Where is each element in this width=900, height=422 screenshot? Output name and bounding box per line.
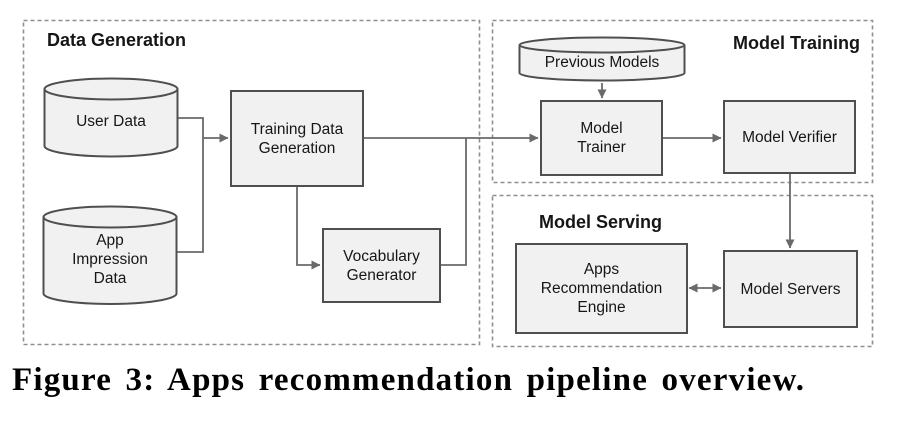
node-previous-models: Previous Models: [518, 36, 686, 83]
node-label-model-servers: Model Servers: [740, 280, 841, 298]
node-training-data-generation: Training Data Generation: [230, 90, 364, 187]
node-label-model-verifier: Model Verifier: [742, 128, 837, 146]
node-label-apps-recommendation-engine: Apps Recommendation Engine: [540, 261, 663, 316]
node-label-user-data: User Data: [76, 112, 146, 130]
node-apps-recommendation-engine: Apps Recommendation Engine: [515, 243, 688, 334]
node-label-previous-models: Previous Models: [544, 53, 660, 71]
section-title-data-generation: Data Generation: [47, 30, 187, 50]
edge-tdg-to-vocabulary-generator: [296, 187, 321, 270]
node-model-verifier: Model Verifier: [723, 100, 856, 174]
edge-vocabulary-merge-line: [440, 138, 467, 266]
node-model-trainer: Model Trainer: [540, 100, 663, 176]
node-label-training-data-generation: Training Data Generation: [250, 120, 344, 157]
node-label-app-impression-data: App Impression Data: [72, 231, 148, 287]
node-label-vocabulary-generator: Vocabulary Generator: [343, 247, 420, 284]
node-user-data: User Data: [43, 77, 179, 158]
section-title-model-training: Model Training: [732, 33, 860, 53]
edge-datastores-trunk: [177, 117, 204, 253]
section-title-model-serving: Model Serving: [539, 212, 663, 232]
node-app-impression-data: App Impression Data: [42, 205, 178, 306]
figure-caption: Figure 3: Apps recommendation pipeline o…: [12, 362, 806, 398]
node-vocabulary-generator: Vocabulary Generator: [322, 228, 441, 303]
node-label-model-trainer: Model Trainer: [577, 120, 626, 156]
node-model-servers: Model Servers: [723, 250, 858, 328]
